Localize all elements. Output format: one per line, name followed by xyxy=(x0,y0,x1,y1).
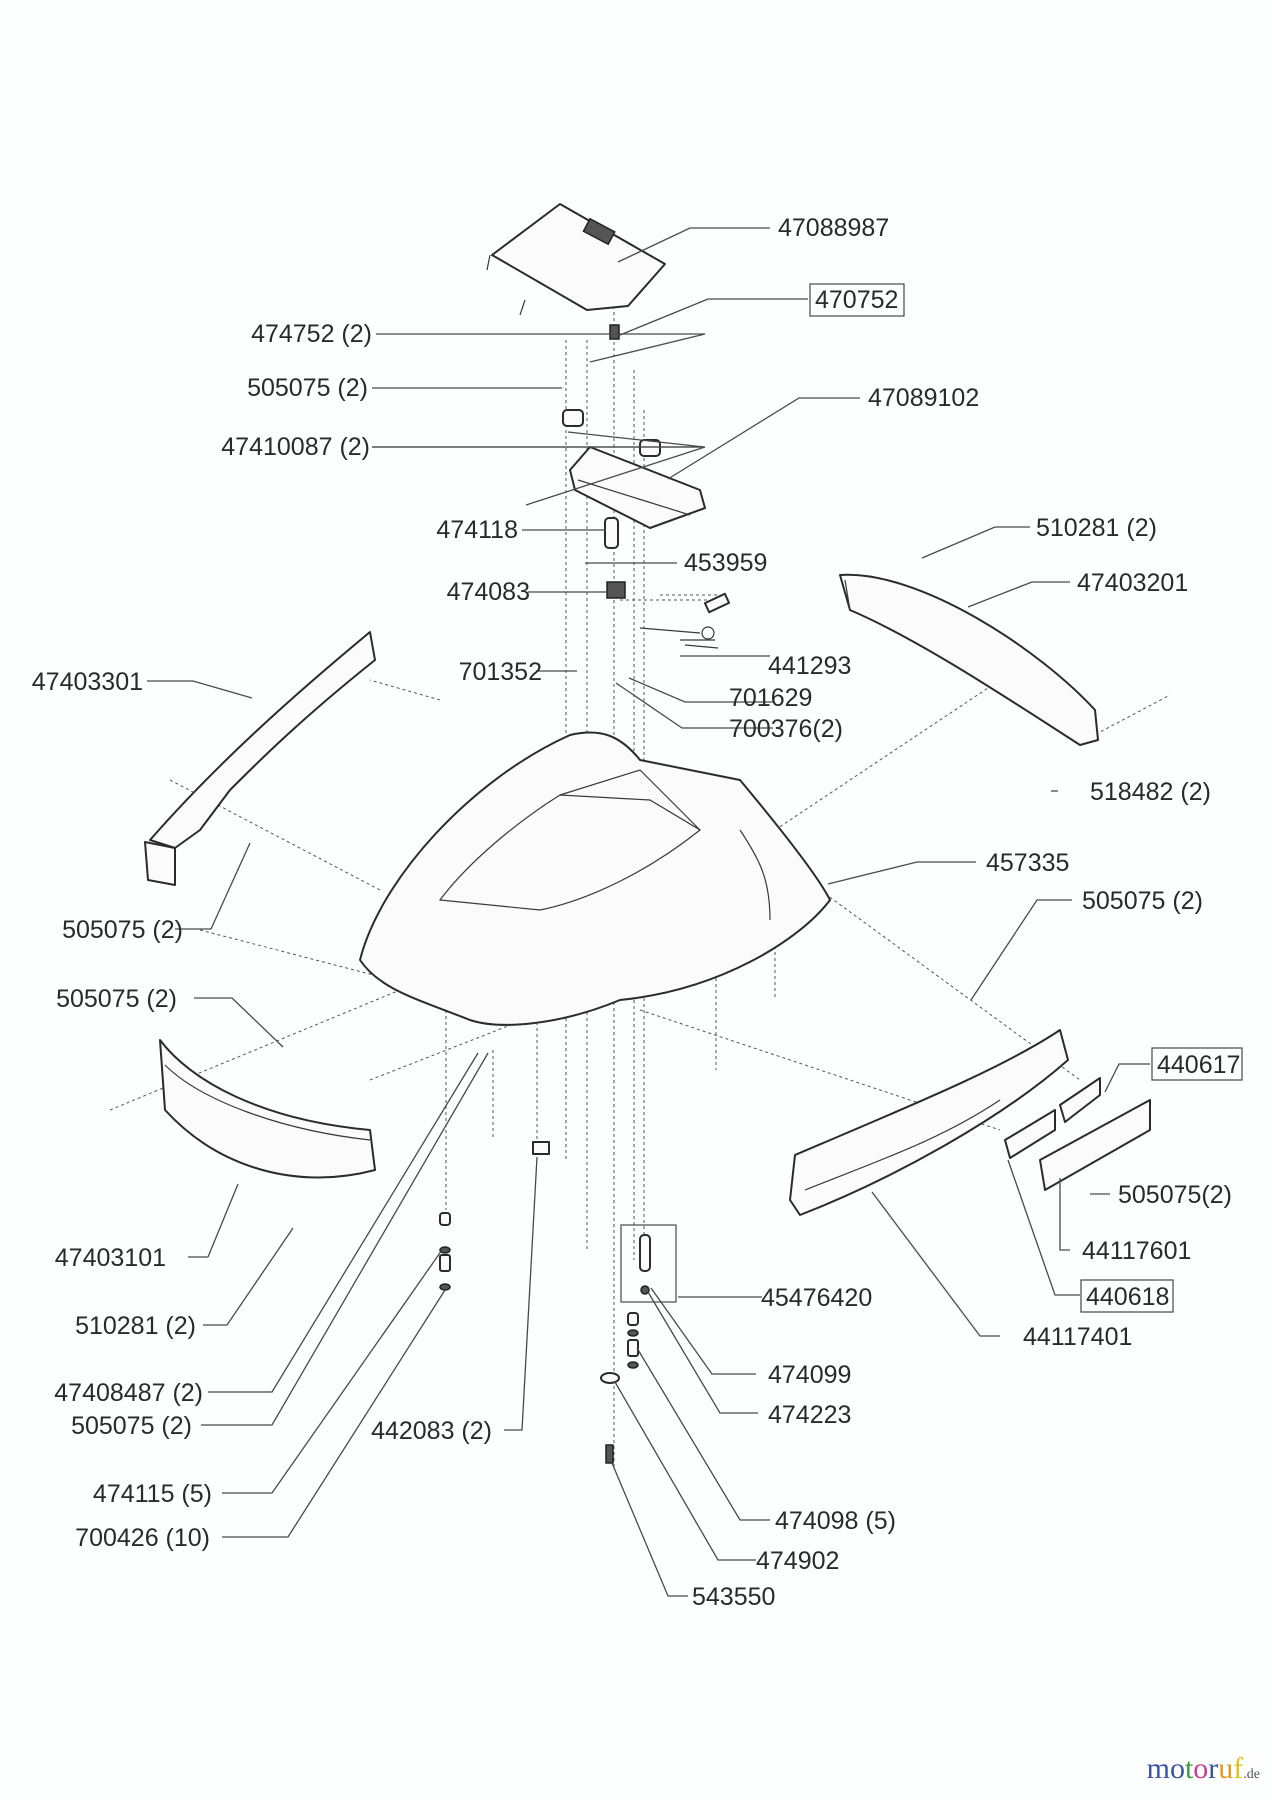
watermark-letter: o xyxy=(1193,1752,1209,1785)
label-box-470752 xyxy=(809,283,905,317)
label-screw-left-side: 505075 (2) xyxy=(62,916,183,944)
watermark-letter: m xyxy=(1146,1752,1170,1785)
label-screw-right-top: 510281 (2) xyxy=(1036,514,1157,542)
label-control-panel: 47089102 xyxy=(868,384,979,412)
part-spring xyxy=(604,517,619,549)
label-screw-518482: 518482 (2) xyxy=(1090,778,1211,806)
part-front-bumper-right xyxy=(789,1029,1069,1216)
label-pin-kit: 45476420 xyxy=(761,1284,872,1312)
part-disc xyxy=(600,1372,620,1384)
label-front-bumper-right: 44117401 xyxy=(1023,1323,1132,1351)
part-lid-clip xyxy=(609,324,620,340)
label-bracket-440618: 440618 xyxy=(1086,1283,1169,1311)
label-bushing: 442083 (2) xyxy=(371,1417,492,1445)
part-lid xyxy=(486,203,666,316)
label-knob: 47410087 (2) xyxy=(221,433,370,461)
label-bracket-440617: 440617 xyxy=(1157,1051,1240,1079)
label-ball: 453959 xyxy=(684,549,767,577)
label-washer-700426: 700426 (10) xyxy=(75,1524,210,1552)
part-front-bumper-left xyxy=(159,1039,376,1179)
label-lid-clip: 470752 xyxy=(815,286,898,314)
watermark-logo: motoruf.de xyxy=(1147,1752,1260,1786)
label-housing: 457335 xyxy=(986,849,1069,877)
watermark-letter: u xyxy=(1218,1752,1234,1785)
label-lid: 47088987 xyxy=(778,214,889,242)
leader-lines xyxy=(147,227,1150,1597)
label-screw-front-left: 505075 (2) xyxy=(56,985,177,1013)
label-spring: 474118 xyxy=(436,516,518,544)
watermark-letter: f xyxy=(1233,1752,1244,1785)
label-screw-front-right: 505075(2) xyxy=(1118,1181,1232,1209)
label-switch-holder: 474083 xyxy=(447,578,530,606)
label-front-bumper-left: 47403101 xyxy=(55,1244,166,1272)
part-left-pivot-stack xyxy=(439,1212,451,1291)
part-housing xyxy=(359,731,831,1026)
label-bracket-44117601: 44117601 xyxy=(1082,1237,1191,1265)
watermark-text: motoruf xyxy=(1147,1752,1244,1785)
part-pivot-stack xyxy=(627,1312,639,1369)
label-nut-left: 701352 xyxy=(459,658,542,686)
part-switch xyxy=(606,581,731,649)
label-ring-474223: 474223 xyxy=(768,1401,851,1429)
label-washer-700376: 700376(2) xyxy=(729,715,843,743)
part-bracket-440617 xyxy=(1059,1077,1101,1123)
label-disc: 474902 xyxy=(756,1547,839,1575)
label-pin-474099: 474099 xyxy=(768,1361,851,1389)
part-control-panel xyxy=(562,409,706,529)
label-rear-bumper-right: 47403201 xyxy=(1077,569,1188,597)
label-side-trim-left: 47403301 xyxy=(32,668,143,696)
label-screw-right-mid: 505075 (2) xyxy=(1082,887,1203,915)
label-clip-47408487: 47408487 (2) xyxy=(54,1379,203,1407)
label-screw-bottom-left: 510281 (2) xyxy=(75,1312,196,1340)
watermark-suffix: .de xyxy=(1243,1767,1260,1782)
label-bolt: 543550 xyxy=(692,1583,775,1611)
label-pivot: 474098 (5) xyxy=(775,1507,896,1535)
part-bolt xyxy=(605,1444,614,1464)
label-screw-top: 505075 (2) xyxy=(247,374,368,402)
label-box-440617 xyxy=(1151,1047,1243,1081)
part-bushing xyxy=(532,1141,550,1155)
watermark-letter: o xyxy=(1169,1752,1185,1785)
label-screw-505075-bottom: 505075 (2) xyxy=(71,1412,192,1440)
part-bracket-440618 xyxy=(1004,1109,1056,1159)
label-cable-switch: 441293 xyxy=(768,652,851,680)
part-side-trim-left xyxy=(144,631,376,886)
part-pin-kit xyxy=(620,1224,677,1303)
label-damper: 474115 (5) xyxy=(93,1480,212,1508)
label-screw-701629: 701629 xyxy=(729,684,812,712)
watermark-letter: t xyxy=(1184,1752,1194,1785)
part-rear-bumper-right xyxy=(839,573,1099,746)
part-bracket-44117601 xyxy=(1039,1099,1151,1191)
watermark-letter: r xyxy=(1208,1752,1219,1785)
label-box-440618 xyxy=(1080,1279,1174,1313)
label-pin-top: 474752 (2) xyxy=(251,320,372,348)
